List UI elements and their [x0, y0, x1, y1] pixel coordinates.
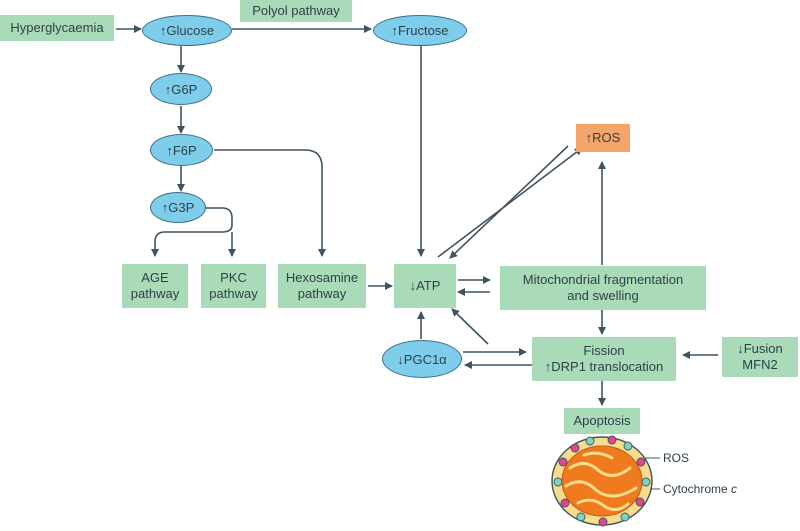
pkc-pathway-box: PKC pathway [201, 264, 266, 308]
g3p-label: ↑G3P [161, 200, 195, 215]
cytochrome-c-italic: c [731, 482, 738, 496]
arrow-f6p-hexosamine [214, 149, 326, 257]
polyol-pathway-box: Polyol pathway [240, 0, 352, 22]
fusion-label-line2: MFN2 [742, 357, 778, 372]
fructose-node: ↑Fructose [373, 15, 467, 46]
pkc-pathway-label-line1: PKC [220, 270, 247, 285]
arrow-ros-atp [449, 145, 569, 259]
ros-particle [558, 457, 568, 467]
cytochrome-c-particle [623, 441, 633, 451]
fission-box: Fission ↑DRP1 translocation [532, 337, 676, 381]
fission-label-line2: ↑DRP1 translocation [544, 359, 664, 374]
arrow-fission-atp [451, 308, 489, 345]
ros-particle [636, 457, 646, 467]
cytochrome-c-particle [620, 512, 630, 522]
apoptosis-box: Apoptosis [564, 408, 640, 434]
arrow-atp-ros [437, 147, 583, 258]
f6p-label: ↑F6P [166, 142, 197, 158]
fusion-label-line1: ↓Fusion [737, 341, 783, 356]
cytochrome-c-particle [641, 477, 651, 487]
cytochrome-c-label: Cytochrome c [663, 482, 737, 496]
age-pathway-label-line2: pathway [130, 286, 180, 301]
hexosamine-pathway-label-line1: Hexosamine [285, 270, 359, 285]
hexosamine-pathway-box: Hexosamine pathway [278, 264, 366, 308]
ros-particle [635, 497, 645, 507]
ros-box: ↑ROS [576, 124, 630, 152]
f6p-node: ↑F6P [150, 134, 213, 166]
cytochrome-c-particle [553, 477, 563, 487]
ros-particle [607, 435, 617, 445]
fructose-label: ↑Fructose [391, 23, 449, 38]
glucose-node: ↑Glucose [142, 15, 232, 46]
apoptosis-label: Apoptosis [573, 413, 631, 428]
cytochrome-c-particle [576, 512, 586, 522]
mito-fragmentation-box: Mitochondrial fragmentation and swelling [500, 266, 706, 310]
mitochondrion-illustration [551, 435, 660, 527]
cytochrome-c-particle [585, 436, 595, 446]
hexosamine-pathway-label-line2: pathway [297, 286, 347, 301]
hyperglycaemia-box: Hyperglycaemia [0, 15, 114, 41]
ros-particle [598, 517, 608, 527]
age-pathway-box: AGE pathway [122, 264, 188, 308]
g6p-node: ↑G6P [150, 73, 212, 105]
pkc-pathway-label-line2: pathway [209, 286, 258, 301]
g3p-node: ↑G3P [150, 192, 206, 223]
polyol-pathway-label: Polyol pathway [252, 3, 340, 18]
arrow-g3p-age [151, 207, 233, 257]
ros-particle [570, 443, 580, 453]
mitochondrion-cristae [564, 451, 638, 511]
atp-box: ↓ATP [394, 264, 456, 308]
ros-illustration-label: ROS [663, 451, 689, 465]
cytochrome-text: Cytochrome [663, 482, 732, 496]
fusion-box: ↓Fusion MFN2 [722, 337, 798, 377]
age-pathway-label-line1: AGE [141, 270, 169, 285]
atp-label: ↓ATP [409, 278, 441, 293]
pgc1a-node: ↓PGC1α [382, 340, 462, 378]
pgc1a-label: ↓PGC1α [397, 351, 447, 367]
ros-illustration-text: ROS [663, 451, 690, 465]
mito-fragmentation-label-line2: and swelling [567, 288, 639, 303]
fission-label-line1: Fission [583, 343, 625, 358]
glucose-label: ↑Glucose [159, 23, 215, 38]
mito-fragmentation-label-line1: Mitochondrial fragmentation [522, 272, 684, 287]
g6p-label: ↑G6P [164, 81, 198, 97]
ros-box-label: ↑ROS [585, 130, 621, 145]
hyperglycaemia-label: Hyperglycaemia [10, 20, 104, 35]
ros-particle [560, 498, 570, 508]
